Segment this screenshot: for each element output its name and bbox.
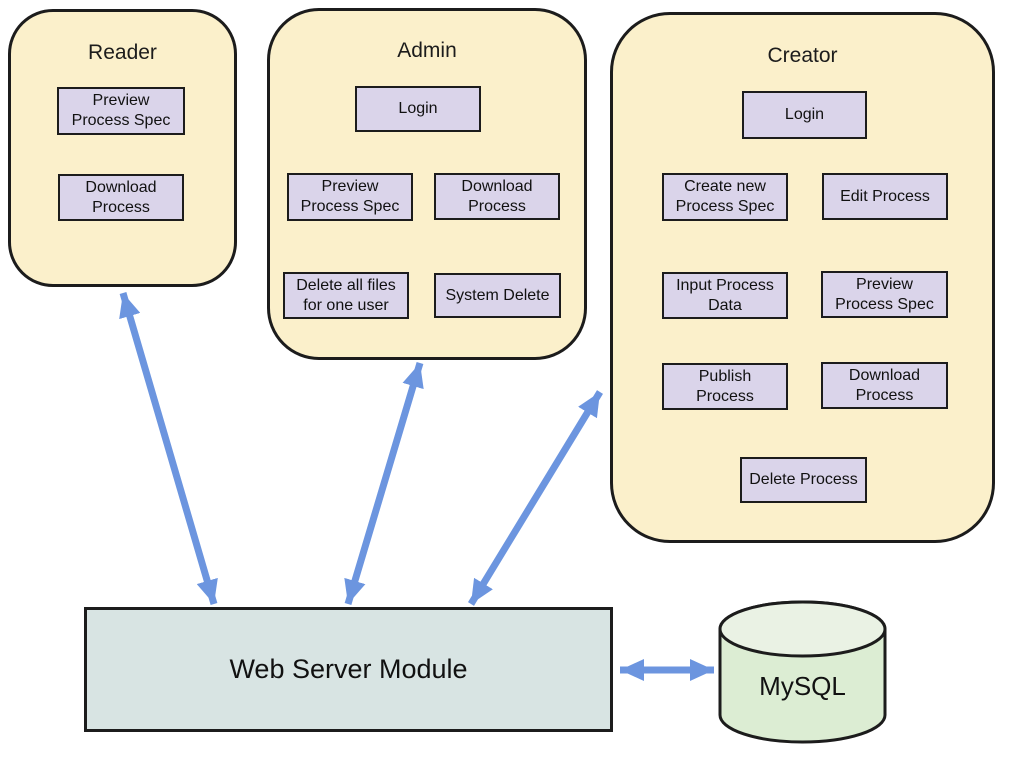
action-creator-publish-process: Publish Process xyxy=(662,363,788,410)
connection-arrow-reader-server xyxy=(119,292,218,605)
database-cylinder-shape xyxy=(718,600,887,744)
connection-arrow-creator-server xyxy=(468,390,603,606)
action-admin-delete-all-files: Delete all files for one user xyxy=(283,272,409,319)
action-admin-login: Login xyxy=(355,86,481,132)
creator-panel-title: Creator xyxy=(767,44,838,67)
web-server-module-label: Web Server Module xyxy=(229,654,468,684)
web-server-module-box: Web Server Module xyxy=(84,607,613,732)
action-creator-edit-process: Edit Process xyxy=(822,173,948,220)
action-creator-preview-process-spec: Preview Process Spec xyxy=(821,271,948,318)
action-creator-input-process-data: Input Process Data xyxy=(662,272,788,319)
mysql-label: MySQL xyxy=(759,671,846,701)
connection-arrow-admin-server xyxy=(344,361,424,606)
action-creator-download-process: Download Process xyxy=(821,362,948,409)
action-reader-preview-process-spec: Preview Process Spec xyxy=(57,87,185,135)
reader-panel-title: Reader xyxy=(88,41,157,64)
action-creator-login: Login xyxy=(742,91,867,139)
action-creator-create-new-process-spec: Create new Process Spec xyxy=(662,173,788,221)
action-admin-preview-process-spec: Preview Process Spec xyxy=(287,173,413,221)
action-creator-delete-process: Delete Process xyxy=(740,457,867,503)
mysql-database-cylinder: MySQL xyxy=(716,599,889,746)
action-admin-download-process: Download Process xyxy=(434,173,560,220)
action-admin-system-delete: System Delete xyxy=(434,273,561,318)
admin-panel-title: Admin xyxy=(397,39,457,62)
reader-panel: Reader xyxy=(8,9,237,287)
action-reader-download-process: Download Process xyxy=(58,174,184,221)
